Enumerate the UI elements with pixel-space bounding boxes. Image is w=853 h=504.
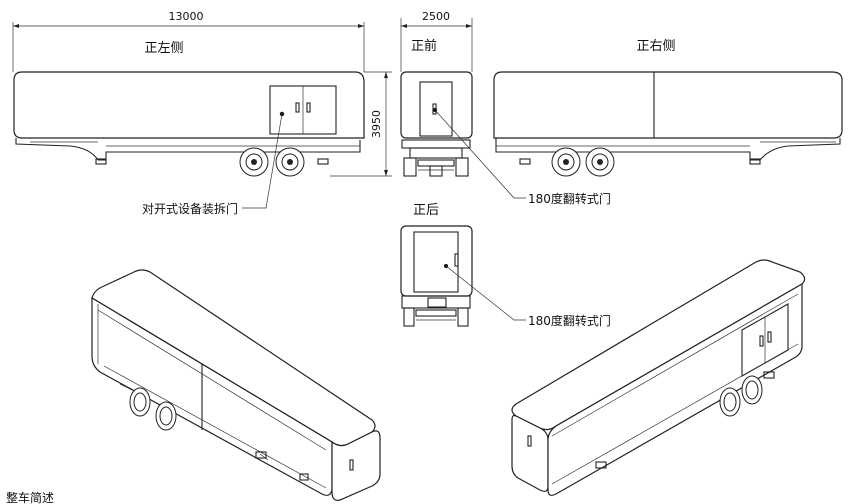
- rear-view: 正后 180度翻转式门: [400, 203, 611, 328]
- length-value: 13000: [169, 10, 204, 23]
- left-view-title: 正左侧: [144, 41, 183, 56]
- left-iso-wheels: [129, 387, 177, 431]
- front-door-label: 180度翻转式门: [528, 191, 611, 206]
- rear-door-label: 180度翻转式门: [528, 313, 611, 328]
- rear-door-callout: 180度翻转式门: [445, 265, 611, 328]
- side-door-label: 对开式设备装拆门: [142, 201, 238, 216]
- front-view-title: 正前: [411, 38, 437, 54]
- left-isometric-view: [91, 269, 381, 501]
- rear-view-title: 正后: [413, 203, 439, 218]
- width-value: 2500: [422, 10, 450, 23]
- rear-trailer-body: [400, 225, 473, 297]
- right-isometric-view: [511, 259, 806, 496]
- height-value: 3950: [370, 110, 383, 138]
- right-wheels: [551, 147, 615, 177]
- left-trailer-body: [13, 71, 365, 139]
- left-wheels: [239, 147, 305, 177]
- height-dimension: 3950: [330, 71, 392, 177]
- front-view: 2500 正前 180度翻转式门: [400, 10, 611, 206]
- front-flip-door: [419, 81, 453, 137]
- right-trailer-body: [493, 71, 843, 139]
- length-dimension: 13000: [12, 10, 365, 72]
- right-view-title: 正右侧: [636, 39, 675, 54]
- right-side-view: 正右侧: [493, 39, 843, 177]
- right-iso-wheels: [719, 375, 763, 417]
- width-dimension: 2500: [400, 10, 473, 72]
- side-door-callout: 对开式设备装拆门: [142, 113, 283, 216]
- footer-note: 整车简述: [6, 490, 54, 504]
- front-door-callout: 180度翻转式门: [434, 109, 611, 206]
- right-iso-side: [547, 282, 803, 496]
- left-side-view: 13000 正左侧 3950: [12, 10, 392, 216]
